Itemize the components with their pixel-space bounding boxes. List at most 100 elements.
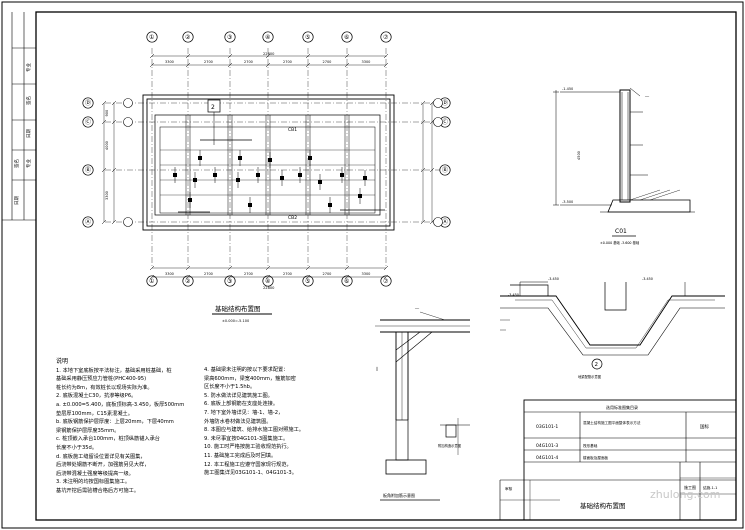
row-bubble — [82, 97, 94, 109]
column-label: ⑦ — [383, 278, 389, 285]
row-label: Ⓓ — [85, 99, 91, 107]
dimension-tick — [305, 274, 311, 280]
note-line: 12. 本工程施工应遵守国家现行规范， — [204, 461, 292, 468]
detail-b: 附加构造示意图 — [438, 418, 470, 455]
dimension-tick — [429, 100, 435, 106]
dimension-tick — [149, 274, 155, 280]
dimension-tick — [101, 100, 107, 106]
dimension-tick — [101, 119, 107, 125]
beam-label: CB1 — [288, 127, 297, 133]
row-bubble — [123, 98, 133, 108]
note-line: 桩长约为8m，有效桩长以现场实际为准。 — [56, 384, 153, 391]
tb-code: 03G101-1 — [536, 424, 558, 430]
note-line: 10. 施工时严格按施工验收规范执行。 — [204, 444, 292, 451]
column-bubble — [341, 31, 353, 43]
dimension-tick — [101, 219, 107, 225]
column-label: ③ — [227, 278, 232, 285]
row-bubble — [433, 117, 443, 127]
svg-text:-3.450: -3.450 — [548, 277, 559, 281]
notes-col-1: 说明 1. 本地下室底板按平法标注，基础采用桩基础，桩 基础采用静压预应力管桩(… — [56, 358, 184, 496]
notes-title: 说明 — [56, 358, 69, 365]
dimension-tick — [185, 53, 191, 59]
note-line: 区长度不小于1.5hb。 — [204, 384, 256, 391]
dimension-label: 2700 — [204, 272, 213, 276]
row-bubble — [82, 216, 94, 228]
dimension-tick — [111, 219, 117, 225]
svg-text:──: ── — [414, 307, 420, 311]
row-label: Ⓒ — [442, 118, 448, 126]
note-line: d. 底板施工缝留设位置详见有关图集， — [56, 453, 146, 460]
note-line: 垫层厚100mm，C15素混凝土。 — [56, 410, 133, 417]
strip-label: 签名 — [25, 96, 32, 105]
note-line: 基础采用静压预应力管桩(PHC400-95) — [56, 376, 147, 383]
tb-desc: 筏形基础 — [583, 443, 598, 448]
column-bubble — [182, 275, 194, 287]
column-bubble — [146, 275, 158, 287]
column-label: ④ — [265, 34, 270, 41]
column-label: ④ — [265, 278, 270, 285]
tb-heading: 选用标准图集目录 — [606, 404, 638, 410]
row-label: Ⓒ — [85, 118, 91, 126]
column-bubble — [224, 275, 236, 287]
strip-label: 专业 — [25, 159, 32, 168]
dimension-tick — [420, 119, 426, 125]
dimension-tick — [344, 53, 350, 59]
beam-label: CB2 — [288, 215, 297, 221]
dimension-label: 3300 — [165, 272, 174, 276]
column-bubble — [380, 275, 392, 287]
note-line: 外墙防水卷材做法见建筑图。 — [204, 418, 272, 425]
dimension-tick — [111, 100, 117, 106]
dimension-label: 2700 — [283, 60, 292, 64]
dimension-tick — [420, 167, 426, 173]
dimension-tick — [383, 265, 389, 271]
note-line: 7. 地下室外墙详见：墙-1、墙-2， — [204, 409, 284, 416]
dimension-tick — [305, 265, 311, 271]
notes-col-2: 4. 基础梁未注明的按以下要求配置： 梁高600mm，梁宽400mm，箍筋加密 … — [204, 366, 304, 478]
note-line: 长度不小于35d。 — [56, 444, 98, 451]
dimension-tick — [344, 62, 350, 68]
plan-total-top: 22800 — [263, 52, 275, 56]
dimension-tick — [265, 265, 271, 271]
watermark: zhulong.com — [650, 488, 720, 501]
foundation-wall — [159, 126, 376, 214]
tb-desc: 楼面板及屋面板 — [583, 455, 609, 460]
dimension-label: 4000 — [105, 141, 109, 150]
dimension-label: 2700 — [283, 272, 292, 276]
section-2-caption: 地梁配筋示意图 — [578, 374, 602, 379]
note-line: 6. 底板上部钢筋在支座处连接。 — [204, 401, 279, 408]
dimension-tick — [265, 62, 271, 68]
tb-stage: 施工图 — [684, 484, 696, 490]
dimension-tick — [149, 62, 155, 68]
dimension-tick — [149, 265, 155, 271]
title-block: 选用标准图集目录 03G101-1 混凝土结构施工图平面整体表示方法 国标 04… — [499, 399, 737, 521]
row-bubble — [433, 98, 443, 108]
foundation-wall — [146, 98, 391, 227]
dimension-tick — [429, 219, 435, 225]
column-bubble — [302, 31, 314, 43]
note-line: 11. 基础施工完成后及时回填。 — [204, 452, 277, 459]
row-label: Ⓑ — [442, 166, 448, 174]
dimension-label: 3300 — [165, 60, 174, 64]
column-label: ② — [185, 278, 191, 285]
dimension-tick — [420, 219, 426, 225]
dimension-label: 2700 — [244, 60, 253, 64]
column-label: ③ — [227, 34, 232, 41]
dimension-label: 2700 — [323, 272, 332, 276]
dimension-tick — [111, 167, 117, 173]
row-bubble — [123, 117, 133, 127]
dimension-tick — [185, 265, 191, 271]
note-line: 梁高600mm，梁宽400mm，箍筋加密 — [204, 375, 296, 382]
note-line: 4. 基础梁未注明的按以下要求配置： — [204, 367, 289, 373]
note-line: 梁钢筋保护层厚度35mm。 — [56, 427, 120, 434]
row-bubble — [433, 217, 443, 227]
column-label: ⑥ — [344, 34, 349, 41]
tb-code: 04G101-4 — [536, 455, 558, 461]
dimension-label: 3300 — [362, 272, 371, 276]
note-line: 9. 未尽事宜按04G101-3图集施工。 — [204, 435, 289, 442]
column-label: ② — [185, 34, 191, 41]
section-2: -3.450 -3.450 -3.450 2 地梁配筋示意图 — [500, 277, 725, 379]
note-line: 1. 本地下室底板按平法标注，基础采用桩基础，桩 — [56, 367, 172, 374]
dimension-tick — [101, 167, 107, 173]
inner-frame — [35, 11, 737, 521]
